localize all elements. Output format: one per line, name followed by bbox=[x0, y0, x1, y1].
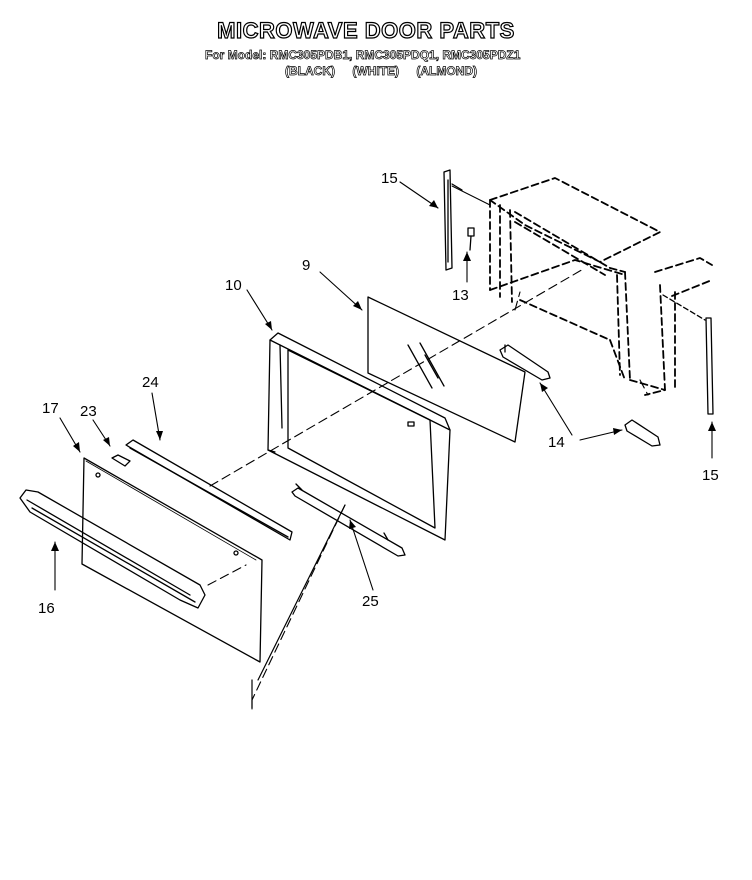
callout-14: 14 bbox=[548, 434, 565, 451]
assembly-lines bbox=[207, 267, 649, 711]
part-10-door-frame bbox=[267, 332, 451, 541]
part-25-lower-strip bbox=[291, 483, 406, 557]
page-title: MICROWAVE DOOR PARTS bbox=[217, 17, 515, 43]
callout-25: 25 bbox=[362, 593, 379, 610]
color-variants: (BLACK) (WHITE) (ALMOND) bbox=[285, 64, 491, 79]
color-black: (BLACK) bbox=[285, 64, 336, 79]
part-24-upper-strip bbox=[125, 439, 293, 541]
part-17-outer-door bbox=[81, 457, 263, 663]
color-white: (WHITE) bbox=[352, 64, 399, 79]
callout-16: 16 bbox=[38, 600, 55, 617]
callout-15-upper: 15 bbox=[381, 170, 398, 187]
part-14-hinge-upper bbox=[499, 344, 551, 381]
part-15-left-strip bbox=[443, 169, 463, 271]
leader-arrowheads bbox=[51, 200, 716, 551]
part-23-label bbox=[111, 454, 131, 467]
color-almond: (ALMOND) bbox=[416, 64, 477, 79]
callout-10: 10 bbox=[225, 277, 242, 294]
cabinet-outline bbox=[489, 177, 713, 396]
callout-24: 24 bbox=[142, 374, 159, 391]
callout-23: 23 bbox=[80, 403, 97, 420]
part-9-glass-panel bbox=[367, 296, 526, 443]
callout-17: 17 bbox=[42, 400, 59, 417]
callout-9: 9 bbox=[302, 257, 310, 274]
callout-15-lower: 15 bbox=[702, 467, 719, 484]
part-15-right-strip bbox=[662, 294, 714, 415]
callout-13: 13 bbox=[452, 287, 469, 304]
model-numbers: For Model: RMC305PDB1, RMC305PDQ1, RMC30… bbox=[205, 48, 521, 63]
part-14-hinge-lower bbox=[624, 419, 661, 447]
part-13-clip bbox=[467, 227, 475, 251]
part-16-handle bbox=[19, 489, 206, 609]
